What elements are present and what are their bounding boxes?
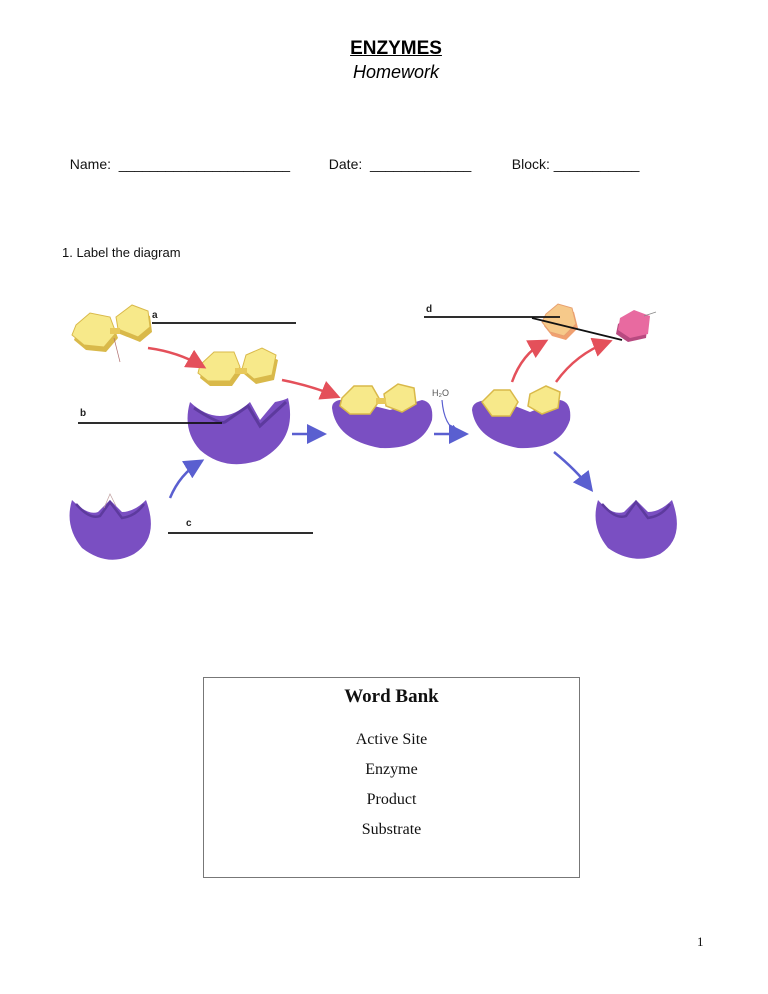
date-label: Date: (328, 156, 363, 172)
block-label: Block: (511, 156, 550, 172)
word-bank-item: Enzyme (365, 761, 418, 778)
arrow-blue-4 (553, 451, 594, 492)
label-c: c (186, 518, 192, 529)
arrow-blue-3 (168, 459, 205, 499)
substrate-molecule-initial (71, 304, 152, 363)
subtitle-text: Homework (352, 62, 440, 82)
question-1: 1. Label the diagram (62, 245, 181, 260)
substrate-molecule-approaching (197, 347, 278, 386)
block-field[interactable]: Block: ___________ (504, 140, 640, 172)
product-orange (541, 303, 578, 340)
arrow-red-4 (554, 337, 613, 383)
date-blank[interactable]: _____________ (370, 156, 472, 172)
label-d: d (426, 304, 432, 315)
title-text: ENZYMES (350, 38, 442, 59)
page-number: 1 (697, 934, 704, 949)
worksheet-subtitle: Homework (0, 62, 768, 83)
name-label: Name: (69, 156, 112, 172)
label-line-d-branch (531, 317, 623, 341)
word-bank-item: Substrate (361, 821, 422, 838)
enzyme-diagram: H₂O a b c d (69, 303, 677, 560)
word-bank-title: Word Bank (344, 686, 439, 707)
worksheet-title: ENZYMES (0, 38, 768, 60)
arrow-red-3 (510, 339, 549, 383)
date-field[interactable]: Date: _____________ (321, 140, 471, 172)
word-bank: Word Bank Active Site Enzyme Product Sub… (203, 677, 580, 878)
arrow-red-2 (281, 378, 341, 400)
product-pink (616, 310, 657, 342)
word-bank-item: Active Site (355, 731, 428, 748)
enzyme-c (69, 493, 151, 560)
enzyme-b (187, 398, 291, 465)
enzyme-released (595, 499, 677, 559)
name-blank[interactable]: ______________________ (118, 156, 291, 172)
water-arrow (441, 399, 461, 434)
label-a: a (152, 310, 158, 321)
word-bank-item: Product (366, 791, 417, 808)
water-label: H₂O (432, 388, 449, 398)
block-blank[interactable]: ___________ (553, 156, 640, 172)
enzyme-substrate-complex (332, 383, 433, 449)
arrow-red-1 (147, 346, 207, 369)
name-field[interactable]: Name: ______________________ (62, 140, 290, 172)
label-b: b (80, 408, 86, 419)
enzyme-product-complex (472, 385, 571, 449)
